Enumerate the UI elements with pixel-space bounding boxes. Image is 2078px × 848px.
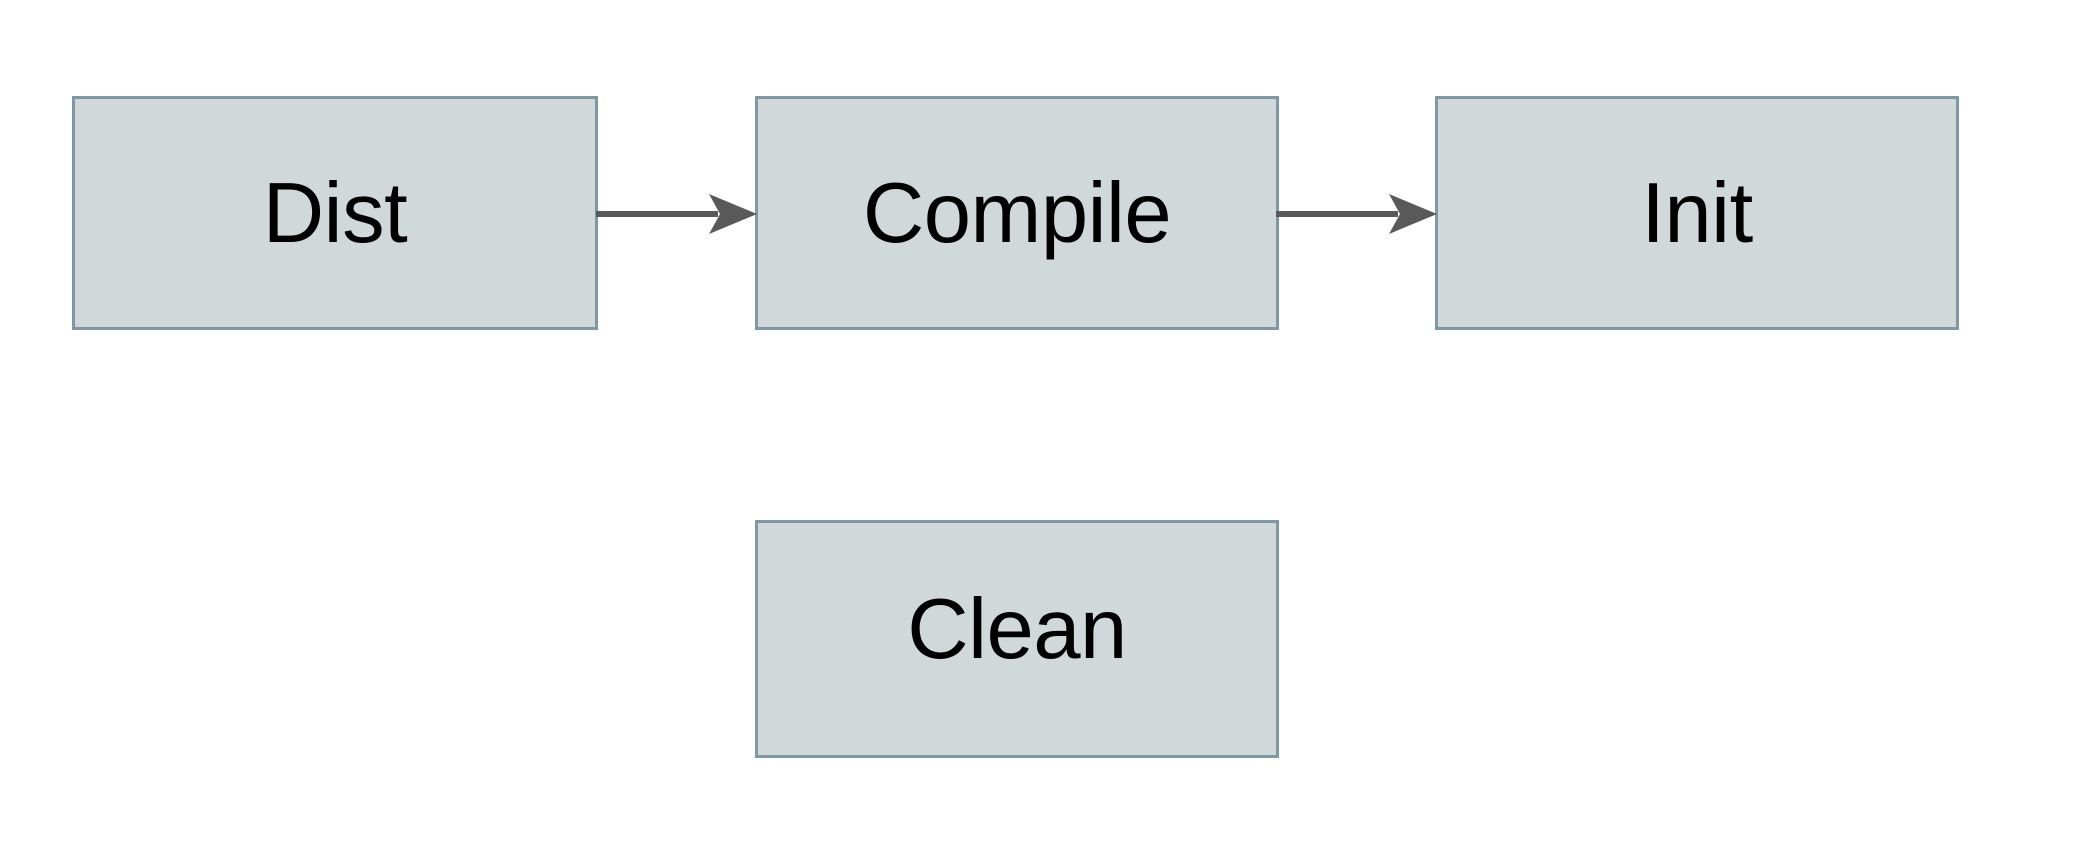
edge-dist-to-compile[interactable] [596, 188, 758, 240]
node-compile-label: Compile [862, 165, 1172, 261]
node-init-label: Init [1641, 165, 1753, 261]
node-init[interactable]: Init [1435, 96, 1959, 330]
node-dist-label: Dist [262, 165, 408, 261]
edge-dist-to-compile-arrowhead-icon [709, 194, 757, 234]
node-dist[interactable]: Dist [72, 96, 598, 330]
node-clean-label: Clean [907, 581, 1127, 677]
edge-compile-to-init[interactable] [1276, 188, 1438, 240]
edge-compile-to-init-arrowhead-icon [1389, 194, 1437, 234]
node-clean[interactable]: Clean [755, 520, 1279, 758]
node-compile[interactable]: Compile [755, 96, 1279, 330]
